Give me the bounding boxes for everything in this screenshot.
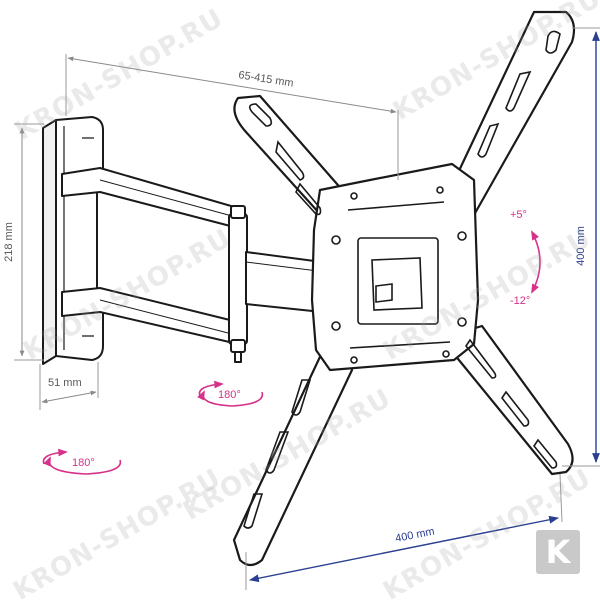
bracket-slots bbox=[243, 30, 561, 529]
dimension-wall-plate-height bbox=[14, 123, 44, 361]
swivel-arrow-arm bbox=[197, 380, 264, 407]
k-logo-icon: K bbox=[536, 530, 580, 574]
tv-bracket bbox=[232, 10, 576, 567]
dimension-vesa-vertical bbox=[562, 27, 600, 467]
label-wall-plate-depth: 51 mm bbox=[48, 377, 82, 389]
label-tilt-up: +5° bbox=[510, 209, 527, 221]
label-swivel-arm: 180° bbox=[218, 389, 241, 401]
swivel-arrow-wall bbox=[42, 448, 122, 475]
label-swivel-wall: 180° bbox=[72, 457, 95, 469]
swing-arm bbox=[61, 167, 341, 363]
label-arm-extension: 65-415 mm bbox=[238, 69, 295, 90]
label-tilt-down: -12° bbox=[510, 295, 530, 307]
dimension-wall-plate-depth bbox=[39, 362, 99, 410]
dimension-arm-extension bbox=[65, 54, 399, 180]
center-plate-details bbox=[331, 186, 467, 364]
tilt-arrow bbox=[531, 230, 541, 294]
label-vesa-vertical: 400 mm bbox=[575, 226, 587, 266]
label-vesa-horizontal: 400 mm bbox=[394, 526, 435, 545]
label-wall-plate-height: 218 mm bbox=[3, 222, 15, 262]
dimension-vesa-horizontal bbox=[245, 473, 563, 590]
